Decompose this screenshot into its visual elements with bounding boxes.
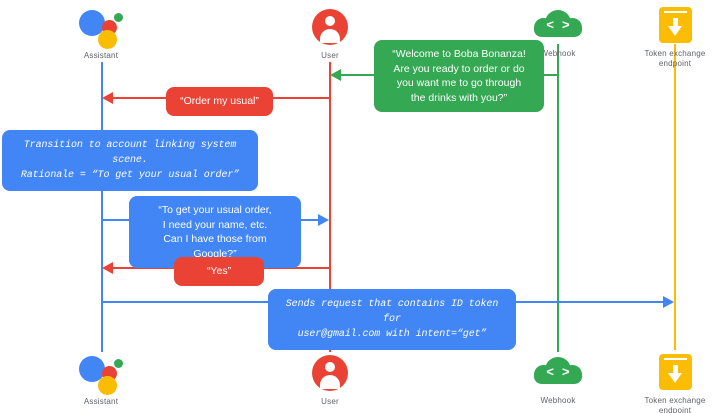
- user-avatar-circle: [312, 9, 348, 45]
- actor-label-token-endpoint: Token exchange endpoint: [644, 396, 706, 413]
- download-box-icon: [615, 349, 725, 393]
- bubble-yes: “Yes”: [174, 257, 264, 286]
- user-avatar-body: [320, 375, 340, 389]
- actor-label-assistant: Assistant: [83, 51, 119, 60]
- actor-label-assistant: Assistant: [83, 397, 119, 406]
- actor-label-user: User: [321, 397, 339, 406]
- actor-label-webhook: Webhook: [540, 49, 576, 58]
- lifeline-assistant: [101, 62, 103, 352]
- cloud-code-icon: < >: [498, 349, 618, 393]
- actor-user-top: User: [270, 4, 390, 61]
- arrow-head-order-my-usual: [102, 92, 113, 104]
- actor-label-token-endpoint: Token exchange endpoint: [644, 49, 706, 68]
- bubble-order-my-usual: “Order my usual”: [166, 87, 273, 116]
- actor-token-endpoint-top: Token exchange endpoint: [615, 2, 725, 69]
- user-avatar-head: [325, 362, 335, 372]
- user-avatar-circle: [312, 355, 348, 391]
- assistant-dot-green: [114, 359, 123, 368]
- arrow-head-need-your-name: [318, 214, 329, 226]
- actor-assistant-top: Assistant: [41, 4, 161, 61]
- token-arrow-head: [668, 26, 682, 36]
- cloud-shape: < >: [534, 10, 582, 38]
- lifeline-webhook: [557, 44, 559, 352]
- token-box-lid: [664, 358, 687, 360]
- assistant-dot-yellow: [98, 376, 117, 395]
- bubble-welcome: “Welcome to Boba Bonanza! Are you ready …: [374, 40, 544, 112]
- note-sends-request: Sends request that contains ID token for…: [268, 289, 516, 350]
- bubble-need-your-name: “To get your usual order, I need your na…: [129, 196, 301, 268]
- token-box-shape: [659, 354, 692, 390]
- user-avatar-body: [320, 29, 340, 43]
- actor-webhook-bottom: < > Webhook: [498, 349, 618, 406]
- token-box-shape: [659, 7, 692, 43]
- token-arrow-stem: [673, 365, 678, 375]
- google-assistant-icon: [41, 4, 161, 49]
- arrow-head-sends-request: [663, 296, 674, 308]
- cloud-base: [534, 369, 582, 384]
- token-arrow-stem: [673, 18, 678, 28]
- cloud-code-glyph: < >: [546, 365, 570, 380]
- cloud-shape: < >: [534, 357, 582, 385]
- cloud-code-icon: < >: [498, 2, 618, 46]
- arrow-head-yes: [102, 262, 113, 274]
- user-avatar-head: [325, 16, 335, 26]
- lifeline-user: [329, 62, 331, 352]
- user-avatar-icon: [270, 4, 390, 48]
- actor-label-webhook: Webhook: [540, 396, 576, 405]
- assistant-dot-yellow: [98, 30, 117, 49]
- user-avatar-icon: [270, 350, 390, 394]
- cloud-base: [534, 22, 582, 37]
- actor-token-endpoint-bottom: Token exchange endpoint: [615, 349, 725, 413]
- lifeline-token-endpoint: [674, 44, 676, 350]
- actor-user-bottom: User: [270, 350, 390, 407]
- token-box-lid: [664, 11, 687, 13]
- arrow-head-welcome: [330, 69, 341, 81]
- note-transition-account-linking: Transition to account linking system sce…: [2, 130, 258, 191]
- actor-label-user: User: [321, 51, 339, 60]
- download-box-icon: [615, 2, 725, 46]
- token-arrow-head: [668, 373, 682, 383]
- actor-assistant-bottom: Assistant: [41, 350, 161, 407]
- google-assistant-icon: [41, 350, 161, 395]
- cloud-code-glyph: < >: [546, 18, 570, 33]
- actor-webhook-top: < > Webhook: [498, 2, 618, 59]
- assistant-dot-green: [114, 13, 123, 22]
